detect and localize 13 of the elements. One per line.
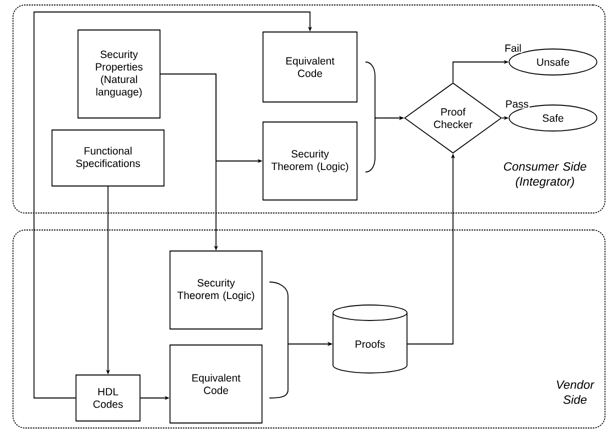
process-box: Equivalent Code xyxy=(170,344,262,424)
process-box: Equivalent Code xyxy=(262,32,358,102)
arrow xyxy=(34,12,312,398)
process-box: Security Theorem (Logic) xyxy=(262,122,358,200)
process-box: Security Theorem (Logic) xyxy=(170,250,262,330)
database-cylinder: Proofs xyxy=(332,304,408,374)
edge-label: Pass xyxy=(504,99,530,109)
region-label: Consumer Side (Integrator) xyxy=(504,162,586,188)
process-box: Security Properties (Natural language) xyxy=(78,30,160,118)
edge-label: Fail xyxy=(504,43,522,53)
process-box: HDL Codes xyxy=(76,374,140,422)
process-box: Functional Specifications xyxy=(52,130,164,186)
region-label: Vendor Side xyxy=(556,380,595,404)
